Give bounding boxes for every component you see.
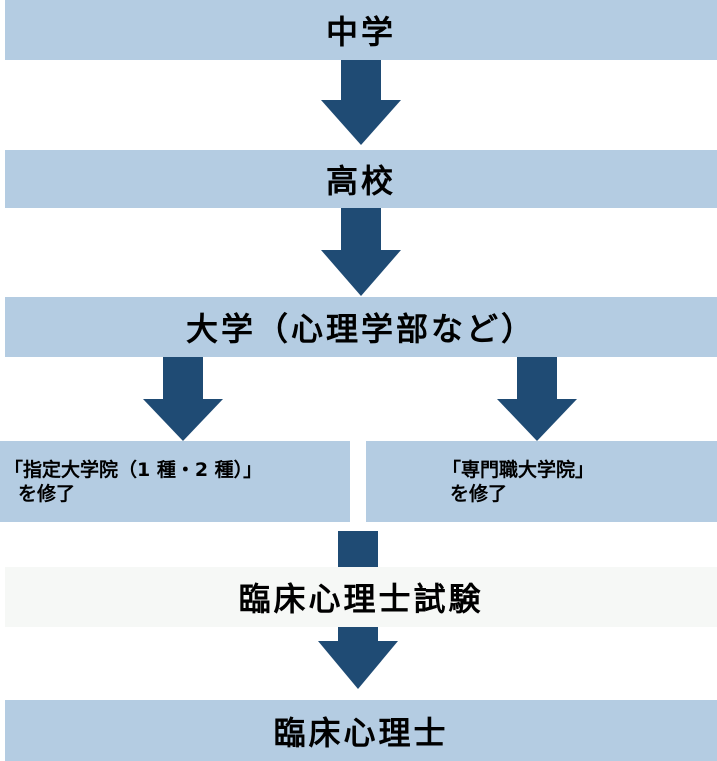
node-exam-label: 臨床心理士試験 [238,580,484,618]
node-junior-high-label: 中学 [325,13,396,51]
connector-block [338,531,378,567]
node-high-school: 高校 [5,150,717,208]
node-clinical-psychologist: 臨床心理士 [5,700,717,761]
node-designated-grad-line2: を修了 [18,482,76,505]
node-high-school-label: 高校 [325,162,396,200]
node-junior-high: 中学 [5,0,717,60]
node-university: 大学（心理学部など） [5,297,717,357]
node-designated-graduate-school: 「指定大学院（1 種・2 種）」 を修了 [0,441,350,522]
node-professional-graduate-school: 「専門職大学院」 を修了 [366,441,717,522]
node-university-label: 大学（心理学部など） [185,310,536,348]
node-designated-grad-line1: 「指定大学院（1 種・2 種）」 [4,458,263,481]
node-professional-grad-line2: を修了 [450,482,508,505]
node-clinical-psychologist-label: 臨床心理士 [273,713,449,752]
node-exam: 臨床心理士試験 [5,567,717,627]
node-professional-grad-line1: 「専門職大学院」 [442,458,595,481]
